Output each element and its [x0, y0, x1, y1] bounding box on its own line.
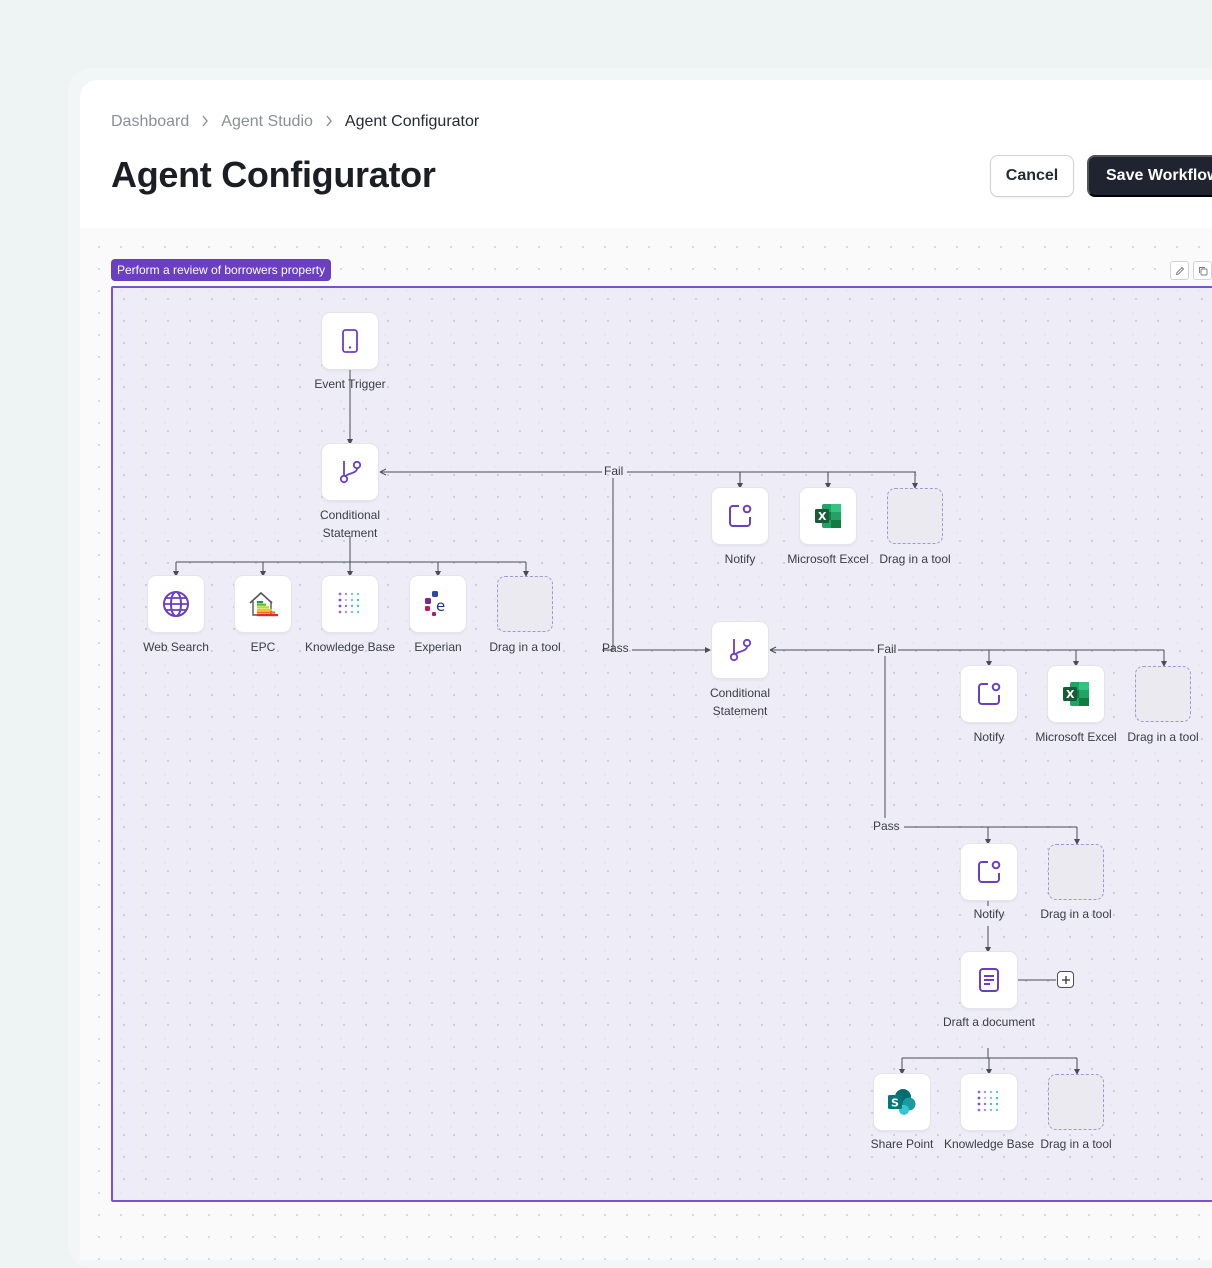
- node-conditional-statement-2[interactable]: [712, 622, 768, 678]
- add-node-button[interactable]: [1057, 971, 1074, 988]
- node-label: Knowledge Base: [943, 1137, 1035, 1151]
- edge-label-fail: Fail: [877, 642, 897, 656]
- node-microsoft-excel[interactable]: X: [800, 488, 856, 544]
- breadcrumb-agent-studio[interactable]: Agent Studio: [221, 113, 313, 130]
- group-toolbar: [1170, 261, 1212, 280]
- node-knowledge-base[interactable]: [961, 1074, 1017, 1130]
- node-label: Microsoft Excel: [787, 552, 869, 566]
- node-label: Knowledge Base: [304, 640, 396, 654]
- svg-text:e: e: [436, 597, 445, 615]
- workflow-group[interactable]: [111, 286, 1212, 1202]
- excel-icon: X: [815, 504, 841, 528]
- document-icon: [979, 968, 999, 992]
- node-conditional-statement-1[interactable]: [322, 444, 378, 500]
- drag-in-tool-slot[interactable]: [887, 488, 943, 544]
- experian-logo-icon: e: [425, 591, 445, 616]
- git-branch-icon: [339, 460, 362, 484]
- node-label: Drag in a tool: [1040, 907, 1112, 921]
- svg-text:X: X: [1066, 688, 1075, 701]
- app-window: Dashboard Agent Studio Agent Configurato…: [80, 80, 1212, 1260]
- breadcrumb-dashboard[interactable]: Dashboard: [111, 113, 190, 130]
- node-label: Drag in a tool: [1127, 730, 1199, 744]
- node-notify[interactable]: [961, 666, 1017, 722]
- edge-label-pass: Pass: [602, 641, 629, 655]
- node-label: Notify: [973, 907, 1005, 921]
- notification-icon: [978, 682, 1001, 705]
- node-epc[interactable]: [235, 576, 291, 632]
- dot-matrix-icon: [977, 1090, 999, 1112]
- edge-label-pass: Pass: [873, 819, 900, 833]
- node-share-point[interactable]: S: [874, 1074, 930, 1130]
- save-workflow-button[interactable]: Save Workflow: [1087, 155, 1212, 197]
- page-title: Agent Configurator: [111, 154, 436, 195]
- drag-in-tool-slot[interactable]: [1048, 844, 1104, 900]
- node-draft-document[interactable]: [961, 952, 1017, 1008]
- edge-label-fail: Fail: [604, 464, 624, 478]
- globe-icon: [163, 591, 189, 617]
- node-notify[interactable]: [712, 488, 768, 544]
- node-experian[interactable]: e: [410, 576, 466, 632]
- node-label: Conditional Statement: [709, 686, 771, 718]
- node-knowledge-base[interactable]: [322, 576, 378, 632]
- chevron-right-icon: [325, 114, 333, 130]
- chevron-right-icon: [201, 114, 209, 130]
- notification-icon: [729, 504, 752, 527]
- node-label: Drag in a tool: [489, 640, 561, 654]
- node-label: Share Point: [870, 1137, 934, 1151]
- plus-icon: [1061, 975, 1070, 984]
- git-branch-icon: [729, 638, 752, 662]
- node-label: Notify: [973, 730, 1005, 744]
- page-header: Dashboard Agent Studio Agent Configurato…: [80, 80, 1212, 228]
- cancel-button[interactable]: Cancel: [990, 155, 1074, 197]
- node-web-search[interactable]: [148, 576, 204, 632]
- node-label: Notify: [724, 552, 756, 566]
- node-label: Event Trigger: [314, 377, 386, 391]
- node-label: Drag in a tool: [879, 552, 951, 566]
- drag-in-tool-slot[interactable]: [1135, 666, 1191, 722]
- drag-in-tool-slot[interactable]: [1048, 1074, 1104, 1130]
- svg-text:S: S: [891, 1097, 899, 1110]
- dot-matrix-icon: [338, 592, 360, 614]
- node-event-trigger[interactable]: [322, 313, 378, 369]
- group-label[interactable]: Perform a review of borrowers property: [111, 259, 332, 281]
- node-label: Web Search: [143, 640, 209, 654]
- tablet-icon: [342, 329, 358, 353]
- node-label: EPC: [250, 640, 276, 654]
- breadcrumb-agent-configurator: Agent Configurator: [344, 113, 480, 130]
- node-label: Conditional Statement: [319, 508, 381, 540]
- edit-icon[interactable]: [1170, 261, 1189, 280]
- breadcrumb: Dashboard Agent Studio Agent Configurato…: [111, 113, 479, 131]
- node-label: Microsoft Excel: [1035, 730, 1117, 744]
- svg-text:X: X: [818, 510, 827, 523]
- excel-icon: X: [1063, 682, 1089, 706]
- node-label: Drag in a tool: [1040, 1137, 1112, 1151]
- sharepoint-icon: S: [888, 1089, 916, 1115]
- epc-house-icon: [249, 591, 278, 617]
- node-label: Experian: [414, 640, 462, 654]
- node-microsoft-excel[interactable]: X: [1048, 666, 1104, 722]
- drag-in-tool-slot[interactable]: [497, 576, 553, 632]
- notification-icon: [978, 860, 1001, 883]
- connector-wires: [173, 370, 1167, 1075]
- node-notify[interactable]: [961, 844, 1017, 900]
- node-label: Draft a document: [942, 1015, 1036, 1029]
